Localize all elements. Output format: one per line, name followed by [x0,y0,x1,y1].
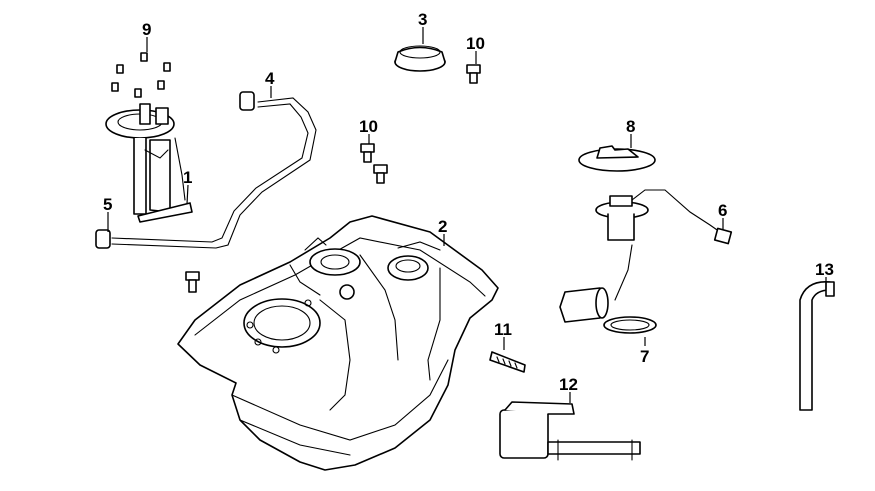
callout-1: 1 [183,168,192,187]
callout-3: 3 [418,10,427,29]
callout-labels: 1 2 3 4 5 6 7 8 9 10 10 11 12 13 [103,10,834,394]
callout-7: 7 [640,347,649,366]
hose-clamp [95,229,111,249]
callout-8: 8 [626,117,635,136]
callout-10-mid: 10 [359,117,378,136]
locking-ring [578,145,656,172]
callout-12: 12 [559,375,578,394]
callout-13: 13 [815,260,834,279]
evap-canister [499,401,641,461]
tank-bolts [185,64,481,293]
callout-5: 5 [103,195,112,214]
sensor-gasket [603,316,657,334]
callout-10-top: 10 [466,34,485,53]
callout-11: 11 [494,320,512,339]
fuel-level-sensor [559,189,733,323]
callout-4: 4 [265,69,275,88]
callout-2: 2 [438,217,447,236]
cushion-pad [489,351,526,373]
tank-cap [394,45,446,72]
callout-9: 9 [142,20,151,39]
pump-bolts [111,52,171,98]
callout-6: 6 [718,201,727,220]
leader-lines [107,27,827,403]
fuel-tank [177,215,499,471]
vent-tube [799,281,835,411]
fuel-pump [105,103,193,223]
fuel-hose [111,91,317,249]
